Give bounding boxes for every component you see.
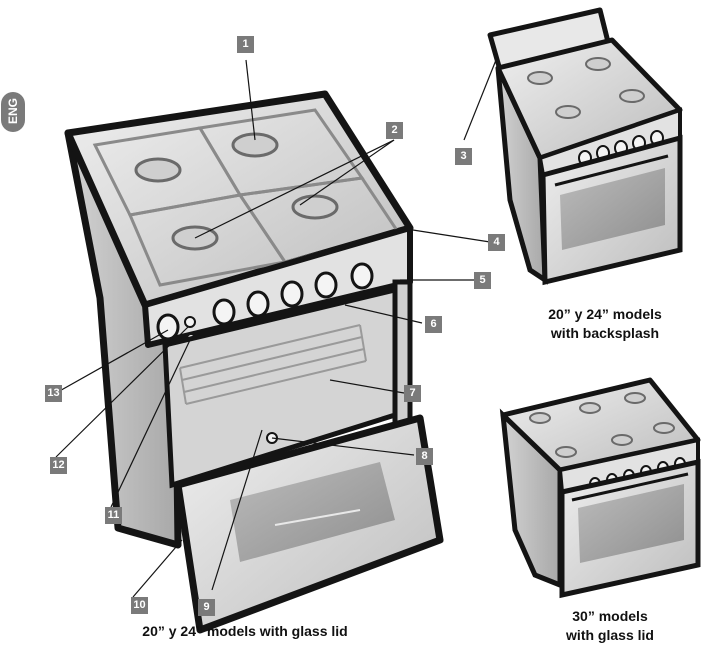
callout-4: 4 — [488, 234, 505, 251]
oven-rack — [179, 324, 367, 405]
leader-lines — [55, 49, 501, 598]
callout-5: 5 — [474, 272, 491, 289]
callout-2: 2 — [386, 122, 403, 139]
control-knobs — [156, 262, 374, 341]
knob-1 — [156, 313, 180, 341]
knob-5 — [314, 271, 338, 299]
callout-9: 9 — [198, 599, 215, 616]
burners — [134, 132, 339, 251]
callout-6: 6 — [425, 316, 442, 333]
callout-11: 11 — [105, 507, 122, 524]
burner-back-right — [231, 132, 279, 158]
callout-7: 7 — [404, 385, 421, 402]
callout-3: 3 — [455, 148, 472, 165]
knob-3 — [246, 290, 270, 318]
callout-12: 12 — [50, 457, 67, 474]
caption-main: 20” y 24” models with glass lid — [142, 623, 348, 639]
callout-13: 13 — [45, 385, 62, 402]
language-tab-label: ENG — [6, 98, 20, 125]
caption-wide-line1: 30” models — [572, 608, 648, 624]
ignition-button — [184, 316, 196, 328]
backsplash-stove — [487, 7, 683, 286]
caption-backsplash-line1: 20” y 24” models — [548, 306, 662, 322]
language-tab-badge — [1, 92, 25, 132]
callout-1: 1 — [237, 36, 254, 53]
burner-front-right — [291, 194, 339, 220]
knob-6 — [350, 262, 374, 290]
caption-backsplash-line2: with backsplash — [550, 325, 660, 341]
main-stove — [64, 90, 444, 634]
front-frame — [392, 279, 413, 435]
door-glass — [230, 462, 395, 562]
caption-wide-line2: with glass lid — [566, 627, 654, 643]
callout-8: 8 — [416, 448, 433, 465]
burner-back-left — [134, 157, 182, 183]
wide-stove — [499, 377, 701, 599]
callout-10: 10 — [131, 597, 148, 614]
knob-2 — [212, 298, 236, 326]
knob-4 — [280, 280, 304, 308]
